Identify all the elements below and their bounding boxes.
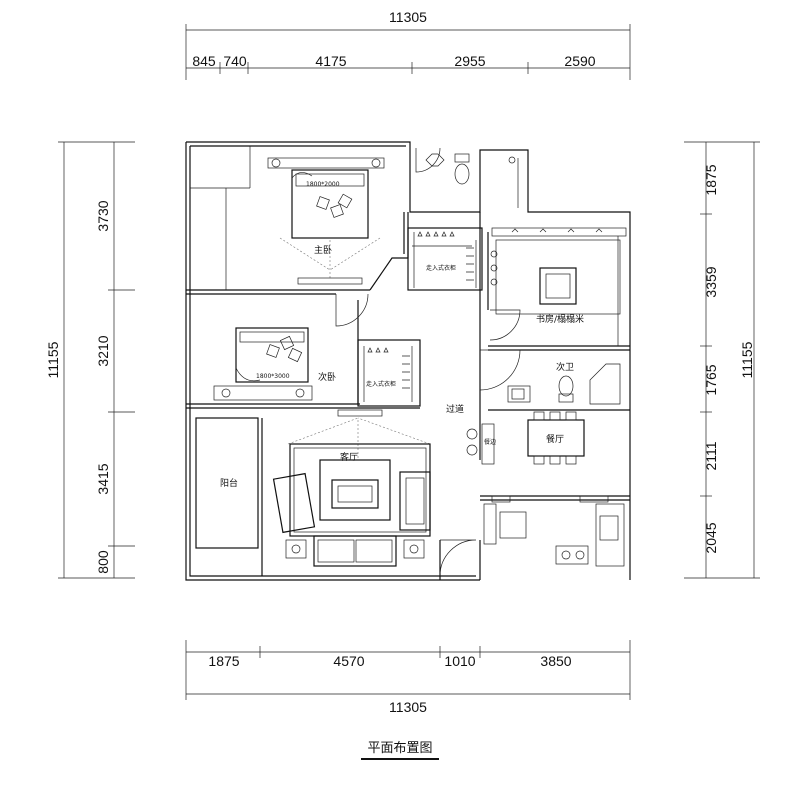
dining-furniture: 餐厅 bbox=[527, 411, 585, 465]
room-living: 客厅 bbox=[340, 451, 358, 463]
right-dimension-4: 2111 bbox=[703, 441, 719, 470]
left-dimension-chain: 11155 3730 3210 3415 800 bbox=[45, 141, 135, 579]
room-balcony: 阳台 bbox=[220, 477, 238, 489]
sideboard-label: 餐边 bbox=[484, 438, 496, 446]
top-total-dimension: 11305 bbox=[389, 9, 427, 25]
study-furniture: 书房/榻榻米 bbox=[490, 227, 627, 346]
bottom-dimension-1: 1875 bbox=[208, 653, 239, 669]
left-dimension-3: 3415 bbox=[95, 463, 111, 494]
tatami-table bbox=[539, 267, 577, 305]
room-study: 书房/榻榻米 bbox=[536, 313, 584, 325]
second-bed bbox=[235, 327, 309, 383]
top-dimension-4: 2955 bbox=[454, 53, 485, 69]
drawing-title: 平面布置图 bbox=[361, 737, 439, 760]
toilet-second bbox=[558, 375, 574, 397]
sideboard bbox=[481, 423, 495, 465]
corridor: 餐边 过道 bbox=[446, 403, 496, 465]
right-dimension-5: 2045 bbox=[703, 522, 719, 553]
sink bbox=[599, 515, 619, 541]
shower bbox=[589, 363, 621, 405]
living-rug bbox=[289, 443, 431, 537]
left-dimension-1: 3730 bbox=[95, 200, 111, 231]
bottom-dimension-chain: 1875 4570 1010 3850 11305 bbox=[185, 640, 631, 715]
top-dimension-1: 845 bbox=[192, 53, 216, 69]
right-dimension-1: 1875 bbox=[703, 164, 719, 195]
top-dimension-chain: 11305 845 740 4175 2955 2590 bbox=[185, 9, 631, 80]
room-corridor: 过道 bbox=[446, 403, 464, 415]
washbasin bbox=[507, 385, 531, 403]
second-closet: 走入式衣柜 bbox=[363, 346, 413, 402]
master-closet: 走入式衣柜 bbox=[412, 231, 477, 288]
top-dimension-2: 740 bbox=[223, 53, 247, 69]
right-total-dimension: 11155 bbox=[739, 341, 755, 378]
right-dimension-3: 1765 bbox=[703, 364, 719, 395]
drawing-title-block: 平面布置图 bbox=[0, 737, 800, 760]
stove bbox=[555, 545, 589, 565]
right-dimension-chain: 1875 3359 1765 2111 2045 11155 bbox=[684, 141, 760, 579]
top-dimension-3: 4175 bbox=[315, 53, 346, 69]
master-bedroom-furniture: 1800*2000 主卧 bbox=[267, 157, 385, 285]
second-bed-size: 1800*3000 bbox=[256, 373, 290, 380]
coffee-table bbox=[331, 479, 379, 509]
doors bbox=[335, 147, 521, 577]
walls bbox=[185, 141, 631, 581]
second-closet-label: 走入式衣柜 bbox=[366, 380, 396, 388]
left-dimension-2: 3210 bbox=[95, 335, 111, 366]
top-dimension-5: 2590 bbox=[564, 53, 595, 69]
room-second-bedroom: 次卧 bbox=[318, 371, 336, 383]
carpet bbox=[319, 459, 391, 521]
living-room-furniture: 客厅 bbox=[272, 409, 431, 567]
right-dimension-2: 3359 bbox=[703, 266, 719, 297]
lounge-chair bbox=[272, 472, 316, 534]
bottom-total-dimension: 11305 bbox=[389, 699, 427, 715]
second-bedroom-furniture: 1800*3000 次卧 bbox=[213, 327, 336, 401]
master-bed bbox=[291, 169, 369, 239]
bottom-dimension-3: 1010 bbox=[444, 653, 475, 669]
tv-cabinet-living bbox=[337, 409, 383, 417]
sofa bbox=[313, 535, 397, 567]
tv-cabinet-master bbox=[297, 277, 363, 285]
room-dining: 餐厅 bbox=[546, 433, 564, 445]
bottom-dimension-4: 3850 bbox=[540, 653, 571, 669]
tatami bbox=[495, 239, 621, 315]
fridge bbox=[499, 511, 527, 539]
master-bed-size: 1800*2000 bbox=[306, 181, 340, 188]
balcony: 阳台 bbox=[220, 477, 238, 489]
toilet-master bbox=[454, 163, 470, 185]
second-bathroom: 次卫 bbox=[507, 361, 621, 405]
left-total-dimension: 11155 bbox=[45, 341, 61, 378]
room-second-bath: 次卫 bbox=[556, 361, 574, 373]
master-closet-label: 走入式衣柜 bbox=[426, 264, 456, 272]
master-bathroom bbox=[425, 153, 519, 208]
room-master-bedroom: 主卧 bbox=[314, 244, 332, 256]
kitchen bbox=[483, 495, 625, 567]
bottom-dimension-2: 4570 bbox=[333, 653, 364, 669]
armchair bbox=[399, 471, 431, 531]
left-dimension-4: 800 bbox=[95, 550, 111, 574]
